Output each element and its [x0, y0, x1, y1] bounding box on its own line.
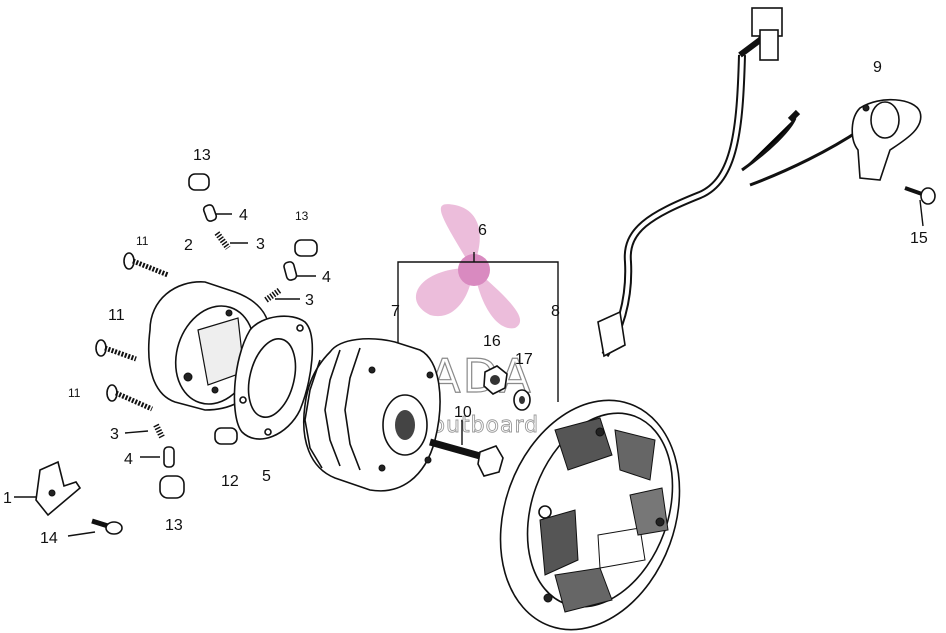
- propeller-icon: [415, 204, 521, 329]
- label-11-bottom: 11: [68, 386, 81, 400]
- part-13-mid: [294, 239, 318, 257]
- part-12-dowel: [214, 427, 238, 445]
- label-3-top: 3: [256, 236, 265, 253]
- part-15-screw: [904, 186, 936, 205]
- label-3-mid: 3: [305, 292, 314, 309]
- bolt-top: [123, 252, 169, 278]
- part-8-stator: [499, 399, 681, 631]
- label-9: 9: [873, 59, 882, 76]
- label-10: 10: [454, 404, 472, 421]
- part-4-bottom: [163, 446, 175, 468]
- label-5: 5: [262, 468, 271, 485]
- part-11-bolts: [95, 252, 169, 412]
- label-13-bottom: 13: [165, 517, 183, 534]
- callout-labels: 1 2 3 3 3 4 4 4 5 6 7 8 9 10 11 11 11 12…: [3, 59, 928, 547]
- part-9-pulser-coil: [749, 98, 922, 187]
- label-13-mid: 13: [295, 209, 309, 223]
- part-3-top: [214, 231, 231, 250]
- part-1-bracket: [35, 460, 82, 517]
- label-8: 8: [551, 303, 560, 320]
- label-11-top: 11: [136, 234, 149, 248]
- label-4-top: 4: [239, 207, 248, 224]
- part-10-bolt: [429, 438, 504, 477]
- label-4-mid: 4: [322, 269, 331, 286]
- bolt-bottom: [106, 384, 154, 412]
- label-6: 6: [478, 222, 487, 239]
- part-5-gasket: [233, 315, 314, 440]
- bolt-middle: [95, 339, 137, 362]
- label-7: 7: [391, 303, 400, 320]
- part-7-rotor: [303, 338, 441, 492]
- part-4-top: [202, 204, 218, 222]
- label-14: 14: [40, 530, 58, 547]
- label-4-bottom: 4: [124, 451, 133, 468]
- label-11-mid: 11: [108, 307, 125, 324]
- label-17: 17: [515, 351, 533, 368]
- wire-harness: [597, 7, 801, 358]
- part-14-screw: [91, 518, 123, 535]
- connector-mid: [597, 310, 626, 358]
- part-13-bottom: [159, 475, 185, 499]
- label-12: 12: [221, 473, 239, 490]
- leader-lines: [14, 199, 924, 537]
- part-4-mid: [283, 261, 298, 281]
- part-17-washer: [513, 389, 531, 411]
- part-3-bottom: [153, 423, 165, 439]
- label-1: 1: [3, 490, 12, 507]
- label-2: 2: [184, 237, 193, 254]
- label-13-top: 13: [193, 147, 211, 164]
- stator-coils: [539, 417, 669, 613]
- part-13-top: [188, 173, 210, 191]
- part-16-nut: [483, 365, 508, 395]
- small-hardware: [153, 173, 318, 499]
- label-3-bottom: 3: [110, 426, 119, 443]
- label-15: 15: [910, 230, 928, 247]
- label-16: 16: [483, 333, 501, 350]
